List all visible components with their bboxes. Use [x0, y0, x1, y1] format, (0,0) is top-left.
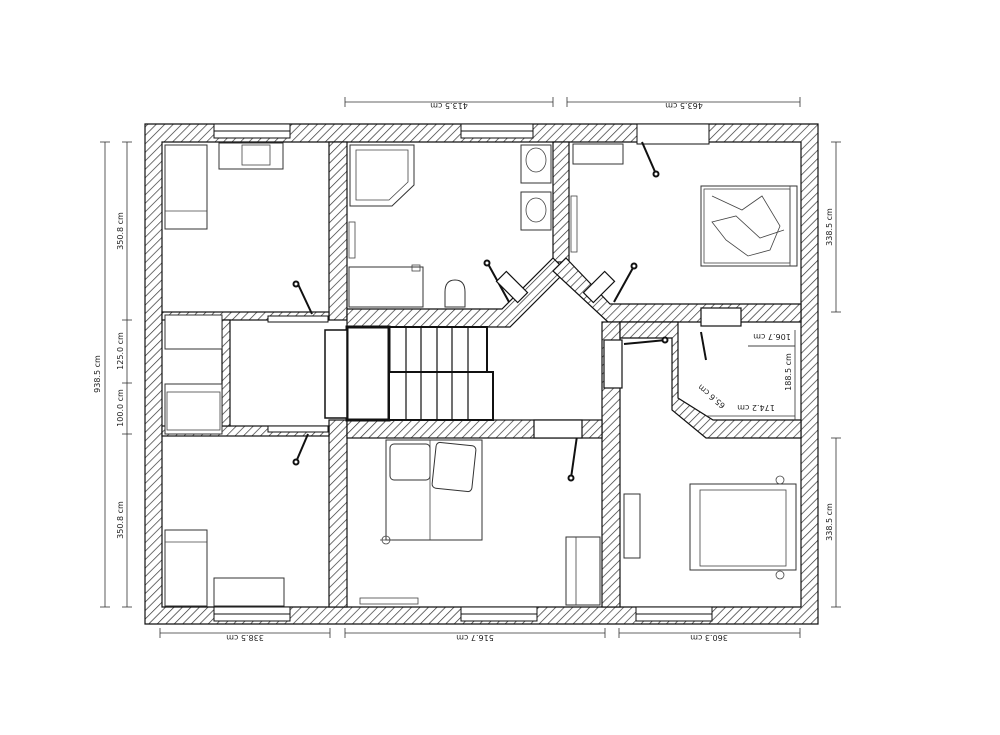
staircase	[324, 325, 494, 422]
dim-right-lower: 338.5 cm	[825, 503, 834, 541]
door-bedroom-tr	[613, 265, 635, 303]
dim-left-mid1: 125.0 cm	[116, 332, 125, 370]
cabinet-left-lower	[164, 383, 223, 435]
shelf-bottom-right	[623, 493, 641, 559]
dim-top-right: 463.5 cm	[665, 101, 703, 110]
dim-left-total: 938.5 cm	[93, 355, 102, 393]
bed-linen	[711, 195, 785, 257]
pillow-1	[389, 443, 431, 481]
exterior-wall	[144, 123, 819, 625]
toilet	[444, 279, 466, 308]
cabinet-left-upper	[164, 314, 223, 350]
door-bedroom-bm	[570, 435, 578, 479]
wall-closet	[619, 321, 802, 439]
windows	[213, 123, 713, 622]
dim-right-upper: 338.5 cm	[825, 208, 834, 246]
furniture	[164, 142, 798, 607]
sink-1	[520, 144, 552, 184]
dim-closet-height: 188.5 cm	[784, 353, 793, 391]
dresser-top-right	[572, 143, 624, 165]
dim-left-upper: 350.8 cm	[116, 212, 125, 250]
dim-left-mid2: 100.0 cm	[116, 389, 125, 427]
window-top-right	[636, 123, 710, 145]
window-corridor-bottom	[267, 425, 329, 433]
dim-left-lower: 350.8 cm	[116, 501, 125, 539]
door-left-lower	[295, 433, 309, 463]
dim-closet-diag: 65.6 cm	[696, 382, 727, 410]
wall-left-upper	[328, 141, 348, 321]
dim-bottom-right: 360.3 cm	[690, 633, 728, 642]
window-corridor-top	[267, 315, 329, 323]
dimension-lines	[100, 97, 841, 638]
dim-top-left: 413.5 cm	[430, 101, 468, 110]
wall-corridor-left	[221, 319, 231, 427]
bed-bottom-left	[164, 529, 208, 607]
dim-closet-top: 106.7 cm	[753, 332, 791, 341]
door-closet	[700, 331, 707, 361]
bed-bottom-right	[689, 483, 797, 571]
bed-top-left	[164, 144, 208, 230]
dim-bottom-mid: 516.7 cm	[456, 633, 494, 642]
pillow-2	[431, 441, 477, 493]
door-top-right-wall	[641, 141, 657, 175]
door-bedroom-br	[623, 339, 667, 345]
bathtub	[348, 266, 424, 308]
desk-bottom-left	[213, 577, 285, 607]
bed-top-right	[700, 185, 798, 267]
door-left-upper	[296, 281, 313, 315]
wardrobe-bottom-mid	[565, 536, 601, 606]
dim-closet-width: 174.2 cm	[737, 403, 775, 412]
walls	[144, 123, 819, 625]
wall-left-room2-top	[161, 425, 330, 437]
doors	[292, 141, 742, 482]
shower-tub	[349, 144, 415, 207]
wall-left-lower	[328, 419, 348, 608]
dim-bottom-left: 338.5 cm	[226, 633, 264, 642]
wall-center-right	[601, 321, 621, 608]
wall-left-room1-bottom	[161, 311, 330, 321]
wall-bath-bed	[552, 141, 570, 263]
